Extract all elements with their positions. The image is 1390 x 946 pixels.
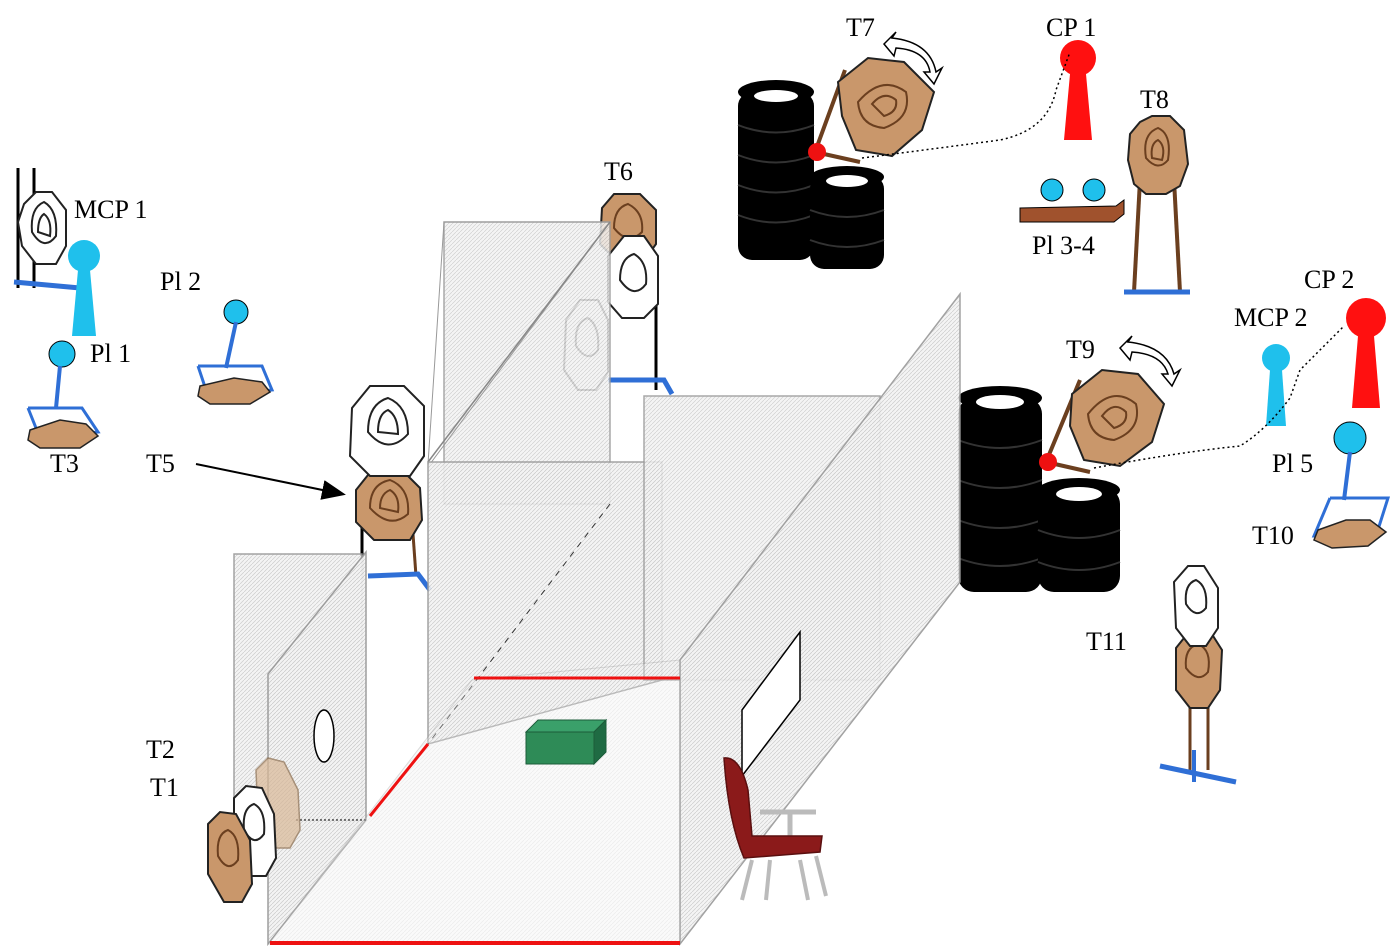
label-pl2: Pl 2 (160, 267, 201, 296)
label-mcp1: MCP 1 (74, 195, 147, 224)
label-t8: T8 (1140, 85, 1169, 114)
label-t2: T2 (146, 735, 175, 764)
popper-cp1 (1060, 40, 1096, 140)
popper-cp2 (1346, 298, 1386, 408)
target-t9-swinger (1039, 368, 1166, 474)
label-mcp2: MCP 2 (1234, 303, 1307, 332)
tire-stack-mid-left (957, 386, 1043, 592)
popper-mcp1 (68, 240, 100, 336)
target-t3 (26, 406, 101, 449)
fault-lines (270, 676, 680, 945)
swing-arrow-t9-icon (1118, 335, 1182, 388)
targets-t1-t2 (207, 757, 301, 903)
label-t3: T3 (50, 449, 79, 478)
tire-stack-top-left (737, 80, 815, 260)
green-box (524, 718, 608, 766)
plates-pl34 (1019, 178, 1125, 223)
tire-stack-mid-right (1037, 478, 1121, 592)
target-mcp1-noshoot (13, 168, 81, 291)
label-t10: T10 (1252, 521, 1294, 550)
activation-wire-t9 (1093, 325, 1345, 469)
label-pl1: Pl 1 (90, 339, 131, 368)
wall-left-front (233, 549, 368, 946)
label-cp2: CP 2 (1304, 265, 1354, 294)
chair (723, 757, 828, 901)
label-t6: T6 (604, 157, 633, 186)
label-cp1: CP 1 (1046, 13, 1096, 42)
plate-pl2 (196, 299, 275, 405)
target-t5 (348, 385, 432, 592)
target-t10 (1311, 496, 1390, 549)
plate-pl1 (48, 340, 76, 409)
label-t5: T5 (146, 449, 175, 478)
plate-pl5 (1333, 421, 1367, 501)
label-t1: T1 (150, 773, 179, 802)
tire-stack-top-right (809, 166, 885, 269)
target-t7-swinger (808, 56, 936, 164)
swing-arrow-t7-icon (882, 31, 944, 86)
label-t7: T7 (846, 13, 875, 42)
label-t11: T11 (1086, 627, 1127, 656)
label-pl34: Pl 3-4 (1032, 231, 1095, 260)
popper-mcp2 (1262, 344, 1290, 426)
target-t8 (1124, 115, 1190, 295)
label-t9: T9 (1066, 335, 1095, 364)
pointer-arrow-t5 (195, 463, 346, 500)
label-pl5: Pl 5 (1272, 449, 1313, 478)
target-t11 (1159, 565, 1237, 785)
